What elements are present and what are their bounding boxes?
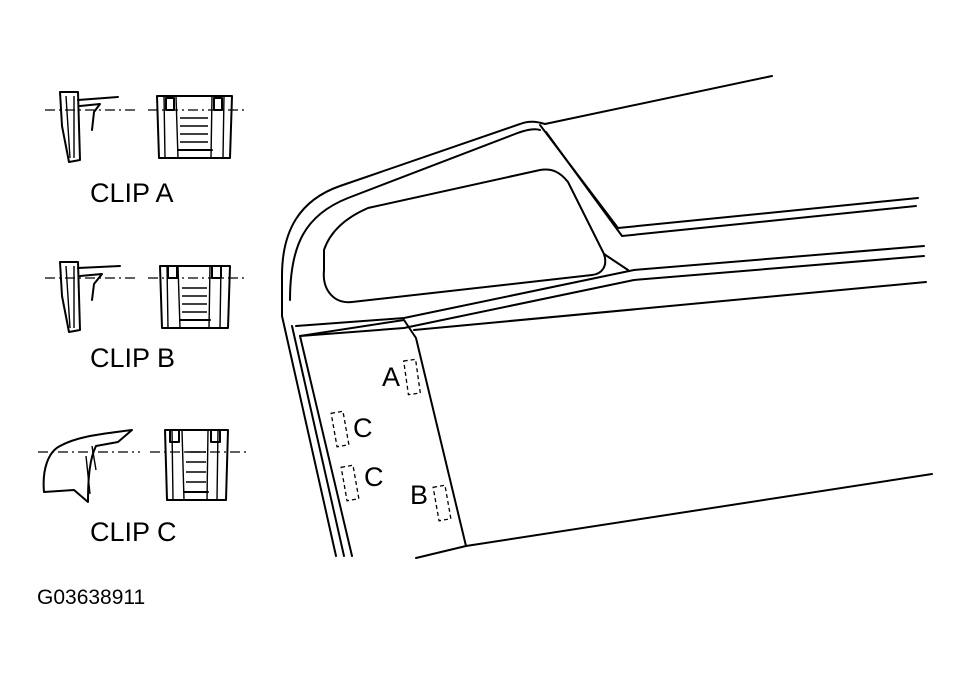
clip-c-side-view xyxy=(38,429,140,503)
callout-a: A xyxy=(382,362,400,392)
clip-c-label: CLIP C xyxy=(90,517,177,547)
callout-b: B xyxy=(410,480,428,510)
vehicle-body-outline xyxy=(281,75,933,559)
clip-b-front-view xyxy=(148,265,244,329)
clip-b-label: CLIP B xyxy=(90,343,175,373)
callout-c-upper: C xyxy=(353,413,373,443)
clip-c-front-view xyxy=(150,429,246,501)
clip-a-side-view xyxy=(45,91,135,163)
clip-b-side-view xyxy=(45,261,135,333)
clip-b-location xyxy=(432,484,452,522)
clip-a-label: CLIP A xyxy=(90,178,174,208)
clip-c-location-upper xyxy=(330,410,350,448)
clip-c-location-lower xyxy=(340,464,360,502)
clip-a-front-view xyxy=(148,95,244,159)
clip-a-location xyxy=(402,358,422,396)
callout-c-lower: C xyxy=(364,462,384,492)
figure-code: G03638911 xyxy=(37,586,145,609)
